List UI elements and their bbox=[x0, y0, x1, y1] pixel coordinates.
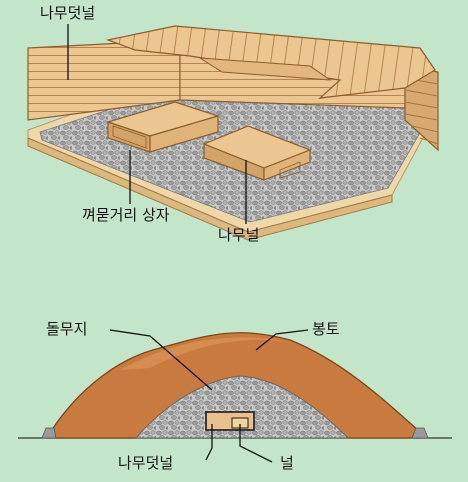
right-edge-stone bbox=[411, 427, 429, 439]
lid-planks bbox=[105, 25, 436, 99]
label-coffin-bottom: 널 bbox=[280, 454, 294, 472]
leader-coffin-bottom bbox=[239, 424, 273, 463]
label-wooden-cover-top: 나무덧널 bbox=[40, 4, 96, 22]
leader-mound bbox=[255, 329, 309, 351]
label-coffin-top: 나무널 bbox=[218, 226, 260, 244]
label-nested-box: 껴묻거리 상자 bbox=[82, 206, 170, 224]
label-stone-pile: 돌무지 bbox=[46, 320, 88, 338]
mound-cross-section bbox=[18, 329, 452, 463]
left-edge-stone bbox=[41, 427, 57, 439]
wooden-coffin bbox=[202, 125, 312, 181]
label-mound: 봉토 bbox=[312, 320, 340, 338]
chamber-illustration bbox=[27, 24, 439, 241]
chamber-front-edge bbox=[27, 137, 393, 241]
lid-board bbox=[199, 57, 332, 81]
stone-pile bbox=[134, 375, 350, 439]
label-wooden-cover-bottom: 나무덧널 bbox=[118, 454, 174, 472]
grave-goods-box bbox=[106, 101, 221, 153]
leader-stone-pile bbox=[109, 329, 213, 391]
leader-cover-bottom bbox=[205, 424, 213, 461]
